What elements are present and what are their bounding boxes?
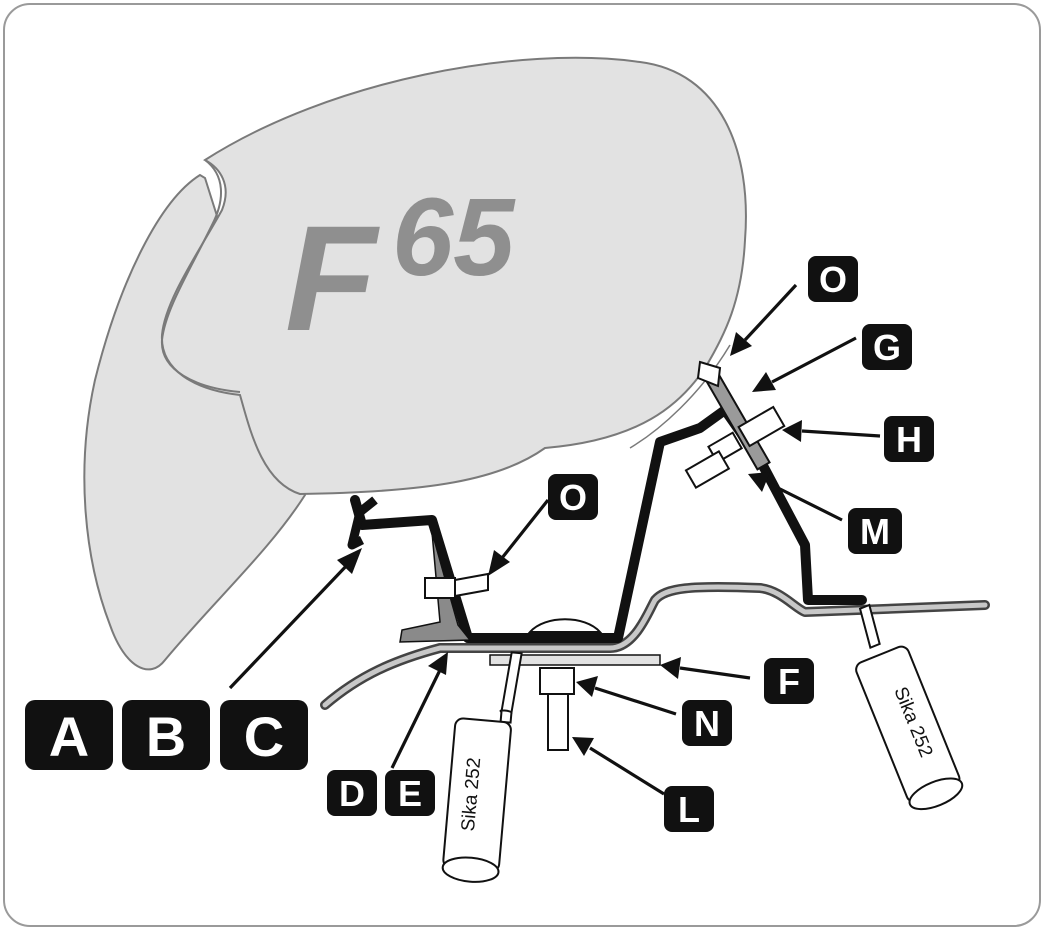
- arrow-o-top: [730, 283, 798, 356]
- label-c: C: [220, 700, 308, 770]
- label-d: D: [327, 770, 377, 816]
- arrow-g: [752, 336, 857, 392]
- arrow-f: [660, 657, 751, 680]
- screw-o-mid: [424, 572, 489, 599]
- svg-text:B: B: [146, 705, 186, 768]
- sealant-tube-left: Sika 252: [441, 651, 523, 883]
- label-b: B: [122, 700, 210, 770]
- arrow-m: [748, 472, 843, 522]
- bracket-foot-grey: [399, 531, 472, 643]
- svg-text:A: A: [49, 705, 89, 768]
- svg-text:M: M: [860, 511, 890, 552]
- nut-n: [539, 667, 575, 695]
- svg-text:G: G: [873, 327, 901, 368]
- plate-f: [489, 654, 661, 666]
- svg-text:E: E: [398, 773, 422, 814]
- mounting-bracket: [350, 405, 867, 643]
- label-a: A: [25, 700, 113, 770]
- svg-text:L: L: [678, 789, 700, 830]
- label-m: M: [848, 508, 902, 554]
- label-f: F: [764, 658, 814, 704]
- arrow-o-mid: [488, 499, 550, 576]
- awning-groove-line: [160, 159, 241, 393]
- awning-lower-lip: [629, 344, 731, 449]
- label-g: G: [862, 324, 912, 370]
- arrow-h: [782, 420, 881, 442]
- label-n: N: [682, 700, 732, 746]
- awning-cassette-back: [83, 173, 307, 671]
- arrow-de: [390, 652, 448, 769]
- bracket-hook: [347, 496, 378, 550]
- label-h: H: [884, 416, 934, 462]
- brand-model: 65: [392, 176, 516, 299]
- label-e: E: [385, 770, 435, 816]
- arrow-abc: [228, 548, 362, 690]
- vehicle-roof-panel-inner: [322, 584, 988, 708]
- svg-text:O: O: [819, 259, 847, 300]
- svg-text:C: C: [244, 705, 284, 768]
- screw-o-top: [696, 360, 722, 388]
- svg-text:O: O: [559, 477, 587, 518]
- bolt-l: [547, 693, 569, 751]
- nut-m: [684, 449, 731, 490]
- label-o-top: O: [808, 256, 858, 302]
- brand-prefix: F: [285, 194, 380, 362]
- svg-text:N: N: [694, 703, 720, 744]
- arrow-n: [576, 676, 677, 716]
- svg-text:F: F: [778, 661, 800, 702]
- label-o-mid: O: [548, 474, 598, 520]
- svg-text:D: D: [339, 773, 365, 814]
- svg-text:H: H: [896, 419, 922, 460]
- arrow-l: [572, 737, 665, 796]
- bracket-dome-cap: [527, 618, 603, 633]
- label-l: L: [664, 786, 714, 832]
